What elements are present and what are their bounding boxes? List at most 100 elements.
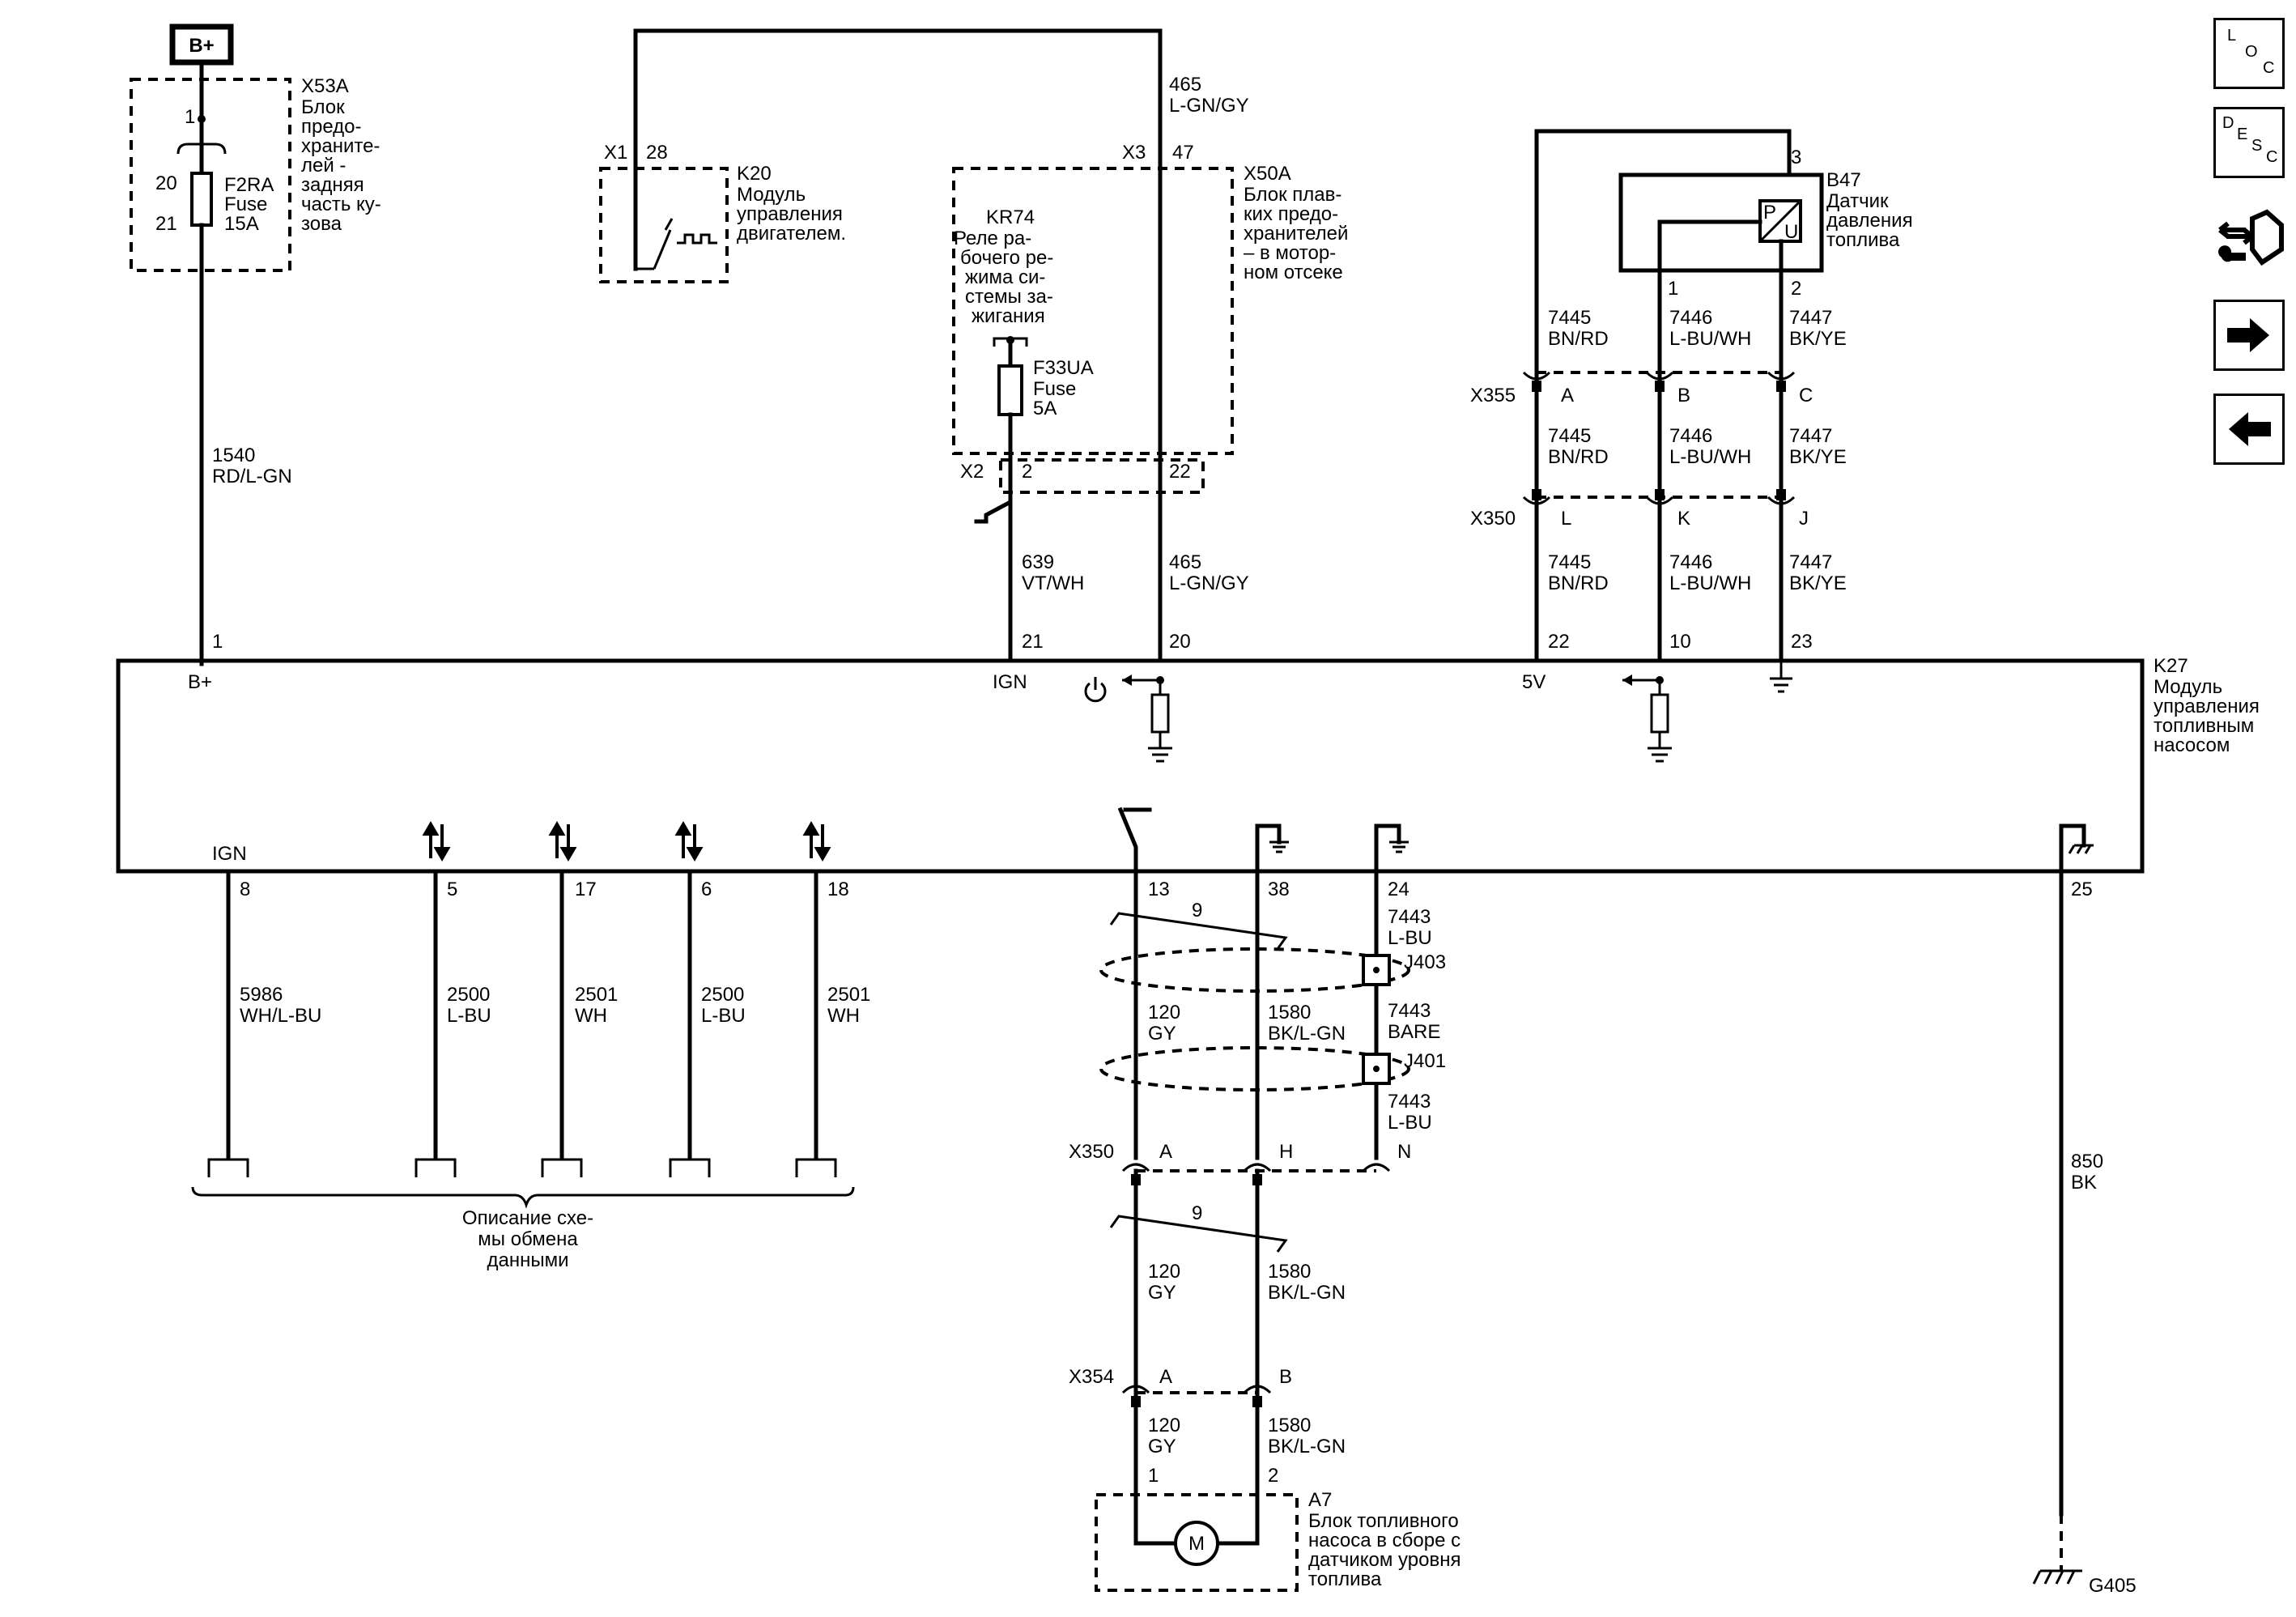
svg-text:L-GN/GY: L-GN/GY: [1169, 95, 1249, 117]
fuse-block-x53a: [130, 78, 291, 272]
description-button[interactable]: D E S C: [2213, 107, 2285, 178]
svg-text:– в мотор-: – в мотор-: [1244, 242, 1336, 264]
svg-text:бочего ре-: бочего ре-: [960, 247, 1053, 269]
ground-g405-symbol: [2032, 1569, 2082, 1585]
svg-text:давления: давления: [1826, 210, 1913, 232]
svg-text:BK/YE: BK/YE: [1789, 446, 1847, 468]
splice-j401: [1362, 1053, 1391, 1085]
svg-text:B: B: [1677, 385, 1690, 406]
svg-text:насосом: насосом: [2154, 734, 2230, 756]
svg-text:23: 23: [1791, 631, 1813, 653]
svg-text:U: U: [1784, 221, 1798, 243]
svg-text:топлива: топлива: [1308, 1568, 1382, 1590]
connector-view-button[interactable]: [2213, 201, 2285, 272]
svg-text:7445: 7445: [1548, 425, 1591, 447]
svg-text:часть ку-: часть ку-: [301, 194, 381, 215]
svg-text:7443: 7443: [1388, 906, 1431, 928]
svg-text:639: 639: [1022, 551, 1054, 573]
svg-text:21: 21: [155, 213, 177, 235]
svg-text:BN/RD: BN/RD: [1548, 572, 1609, 594]
fuel-pump-control-module-k27: [116, 658, 2145, 874]
svg-text:лей -: лей -: [301, 155, 346, 177]
svg-text:X2: X2: [960, 461, 984, 483]
svg-text:B47: B47: [1826, 169, 1861, 191]
svg-text:2501: 2501: [575, 984, 618, 1006]
fuel-pressure-sensor-b47: [1618, 172, 1824, 273]
svg-text:X53A: X53A: [301, 75, 349, 97]
svg-text:BK/L-GN: BK/L-GN: [1268, 1282, 1346, 1304]
svg-text:1: 1: [1668, 278, 1678, 300]
svg-text:X50A: X50A: [1244, 163, 1291, 185]
svg-text:управления: управления: [737, 203, 843, 225]
shield-j403: [1099, 947, 1410, 993]
location-button[interactable]: L O C: [2213, 18, 2285, 89]
svg-text:L-BU: L-BU: [701, 1005, 746, 1027]
svg-text:9: 9: [1192, 900, 1202, 921]
svg-text:2501: 2501: [827, 984, 870, 1006]
next-button[interactable]: [2213, 300, 2285, 371]
svg-text:хранителей: хранителей: [1244, 223, 1348, 245]
svg-text:120: 120: [1148, 1261, 1180, 1283]
svg-text:1580: 1580: [1268, 1415, 1311, 1436]
svg-text:управления: управления: [2154, 696, 2260, 717]
svg-text:F33UA: F33UA: [1033, 357, 1094, 379]
svg-text:Модуль: Модуль: [737, 184, 806, 206]
svg-text:21: 21: [1022, 631, 1044, 653]
svg-text:H: H: [1279, 1141, 1293, 1163]
battery-supply-terminal: B+: [169, 23, 234, 66]
svg-text:GY: GY: [1148, 1282, 1176, 1304]
svg-text:120: 120: [1148, 1415, 1180, 1436]
svg-text:предо-: предо-: [301, 116, 362, 138]
svg-text:2: 2: [1022, 461, 1032, 483]
svg-text:Описание схе-: Описание схе-: [462, 1207, 593, 1229]
svg-text:7447: 7447: [1789, 307, 1832, 329]
svg-text:5986: 5986: [240, 984, 283, 1006]
svg-text:Датчик: Датчик: [1826, 190, 1889, 212]
svg-text:BK/L-GN: BK/L-GN: [1268, 1436, 1346, 1457]
svg-text:7447: 7447: [1789, 551, 1832, 573]
svg-text:GY: GY: [1148, 1023, 1176, 1045]
svg-text:ном отсеке: ном отсеке: [1244, 262, 1343, 283]
svg-text:RD/L-GN: RD/L-GN: [212, 466, 292, 487]
svg-text:BK/L-GN: BK/L-GN: [1268, 1023, 1346, 1045]
svg-text:9: 9: [1192, 1202, 1202, 1224]
svg-text:X3: X3: [1122, 142, 1146, 164]
svg-text:задняя: задняя: [301, 174, 364, 196]
svg-text:X1: X1: [604, 142, 627, 164]
svg-text:WH/L-BU: WH/L-BU: [240, 1005, 321, 1027]
svg-text:жима си-: жима си-: [965, 266, 1045, 288]
pin20-pulldown: [1122, 674, 1172, 763]
shield-j401: [1099, 1046, 1410, 1091]
svg-text:24: 24: [1388, 879, 1409, 900]
svg-text:GY: GY: [1148, 1436, 1176, 1457]
pin10-pulldown: [1622, 674, 1672, 763]
svg-text:L-BU/WH: L-BU/WH: [1669, 446, 1751, 468]
svg-text:X350: X350: [1470, 508, 1516, 530]
svg-text:ких предо-: ких предо-: [1244, 203, 1338, 225]
svg-text:Блок: Блок: [301, 96, 345, 118]
svg-text:25: 25: [2071, 879, 2093, 900]
svg-text:BN/RD: BN/RD: [1548, 328, 1609, 350]
svg-text:BARE: BARE: [1388, 1021, 1440, 1043]
svg-text:465: 465: [1169, 74, 1201, 96]
svg-text:датчиком уровня: датчиком уровня: [1308, 1549, 1461, 1571]
svg-text:17: 17: [575, 879, 597, 900]
svg-text:A7: A7: [1308, 1489, 1332, 1511]
svg-text:18: 18: [827, 879, 849, 900]
svg-text:X355: X355: [1470, 385, 1516, 406]
svg-text:1: 1: [1148, 1465, 1159, 1487]
fuse-f33ua: [997, 364, 1023, 416]
svg-text:BK/YE: BK/YE: [1789, 572, 1847, 594]
svg-text:22: 22: [1169, 461, 1191, 483]
data-arrows: [422, 821, 831, 862]
back-button[interactable]: [2213, 394, 2285, 465]
svg-text:L-GN/GY: L-GN/GY: [1169, 572, 1249, 594]
svg-text:8: 8: [240, 879, 250, 900]
svg-text:Блок плав-: Блок плав-: [1244, 184, 1341, 206]
svg-text:N: N: [1397, 1141, 1411, 1163]
data-comm-wires: [191, 869, 855, 1209]
fuel-pump-module-a7: [1095, 1493, 1299, 1592]
svg-text:20: 20: [1169, 631, 1191, 653]
svg-text:X350: X350: [1069, 1141, 1114, 1163]
